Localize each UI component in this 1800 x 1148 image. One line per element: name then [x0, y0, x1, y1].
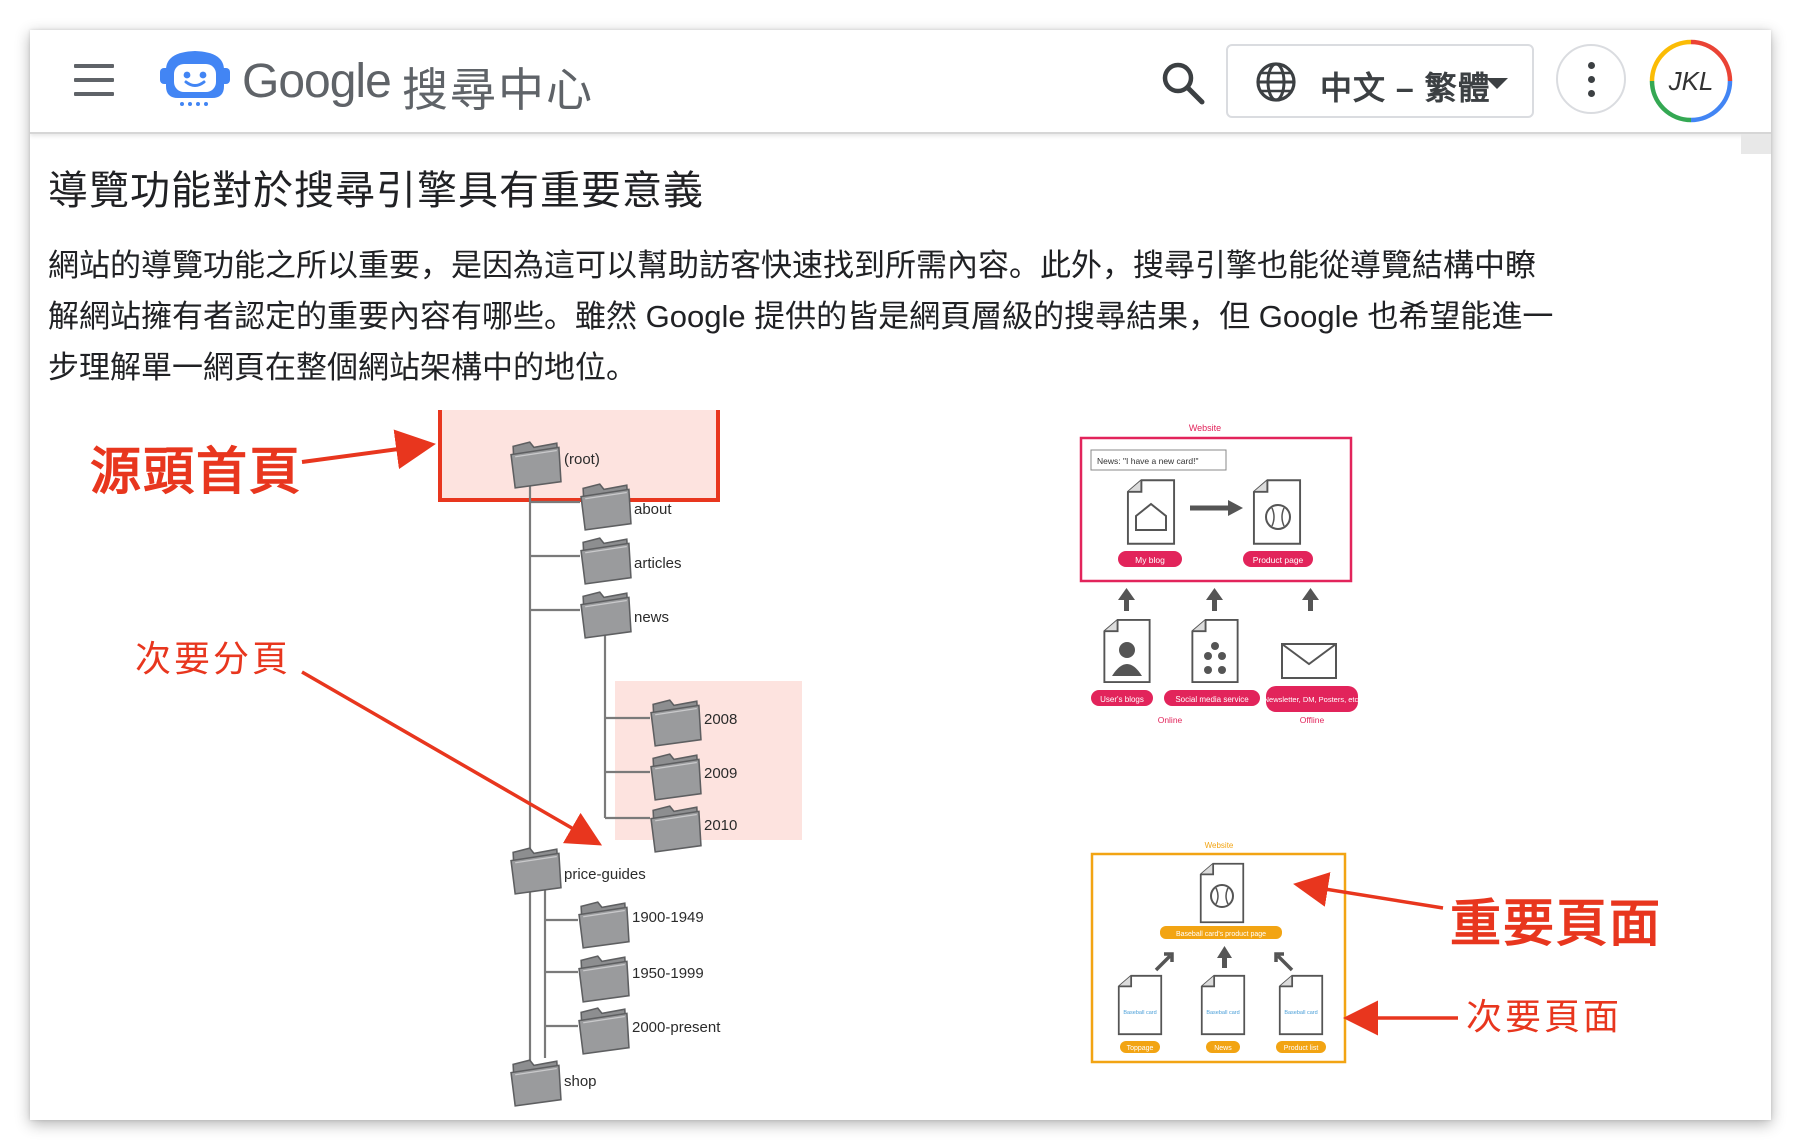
card-caption: Baseball card	[1123, 1010, 1156, 1016]
folder-icon	[580, 591, 632, 639]
page-tag: Product page	[1253, 555, 1304, 565]
site-header: Google 搜尋中心 中文 – 繁體 JKL	[30, 30, 1771, 134]
card-caption: Baseball card	[1284, 1010, 1317, 1016]
browser-page: Google 搜尋中心 中文 – 繁體 JKL	[30, 30, 1771, 1120]
search-icon[interactable]	[1158, 58, 1208, 108]
folder-tree-diagram: (root) about articles news 2008 2009 201…	[301, 410, 802, 1107]
folder-label: 2009	[704, 765, 737, 782]
avatar[interactable]: JKL	[1648, 38, 1734, 124]
more-vert-icon[interactable]	[1556, 44, 1626, 114]
annotation-arrow	[301, 670, 603, 846]
folder-label: articles	[634, 555, 682, 572]
source-tag: User's blogs	[1100, 695, 1144, 704]
paragraph-line: 解網站擁有者認定的重要內容有哪些。雖然 Google 提供的皆是網頁層級的搜尋結…	[48, 299, 1554, 334]
arrow-up-icon	[1302, 588, 1319, 600]
speech-bubble: News: "I have a new card!"	[1097, 456, 1198, 466]
folder-label: 2010	[704, 817, 737, 834]
paragraph-line: 步理解單一網頁在整個網站架構中的地位。	[48, 350, 637, 385]
logo-subtitle[interactable]: 搜尋中心	[402, 64, 594, 116]
page-tag: News	[1214, 1045, 1232, 1052]
arrow-up-icon	[1206, 588, 1223, 600]
scrollbar-thumb[interactable]	[1741, 134, 1771, 154]
document-icon	[1117, 974, 1163, 1036]
folder-icon	[580, 537, 632, 585]
arrow-right-icon	[1228, 500, 1243, 516]
folder-icon	[650, 699, 702, 747]
arrow-up-icon	[1118, 588, 1135, 600]
language-selector[interactable]: 中文 – 繁體	[1226, 44, 1534, 118]
arrow-up-left-icon	[1274, 952, 1294, 972]
avatar-initials: JKL	[1668, 66, 1714, 96]
annotation-arrow	[1293, 872, 1444, 910]
folder-icon	[510, 847, 562, 895]
folder-label: about	[634, 501, 672, 518]
page-tag: Toppage	[1127, 1045, 1154, 1052]
root-highlight-box	[438, 410, 720, 502]
folder-label-root: (root)	[564, 451, 600, 468]
search-central-mascot-icon[interactable]	[160, 46, 230, 108]
annotation-sub-pages: 次要分頁	[135, 638, 292, 679]
folder-label: price-guides	[564, 866, 646, 883]
intro-paragraph: 網站的導覽功能之所以重要，是因為這可以幫助訪客快速找到所需內容。此外，搜尋引擎也…	[48, 240, 1748, 393]
annotation-important-page: 重要頁面	[1450, 895, 1663, 952]
arrow-up-icon	[1217, 946, 1232, 958]
document-icon	[1278, 974, 1324, 1036]
folder-icon	[650, 805, 702, 853]
folder-icon	[510, 1059, 562, 1107]
hamburger-menu-icon[interactable]	[72, 60, 116, 100]
group-icon	[1204, 642, 1226, 674]
subpages-highlight-box	[615, 681, 802, 840]
website-hierarchy-diagram: Website Baseball card's product page Bas…	[1090, 841, 1458, 1064]
logo-google-text[interactable]: Google	[242, 55, 392, 108]
diagram-title: Website	[1189, 423, 1221, 433]
arrow-up-right-icon	[1154, 952, 1174, 972]
document-icon	[1200, 974, 1246, 1036]
folder-label: 1900-1949	[632, 909, 704, 926]
folder-label: shop	[564, 1073, 597, 1090]
group-label: Offline	[1300, 715, 1325, 725]
folder-icon	[650, 753, 702, 801]
baseball-icon	[1265, 504, 1291, 530]
baseball-icon	[1210, 884, 1234, 908]
globe-icon	[1256, 62, 1296, 102]
document-icon	[1191, 618, 1239, 684]
language-label: 中文 – 繁體	[1320, 70, 1491, 106]
group-label: Online	[1158, 715, 1183, 725]
folder-icon	[578, 901, 630, 949]
folder-label: news	[634, 609, 669, 626]
folder-icon	[578, 955, 630, 1003]
folder-icon	[578, 1007, 630, 1055]
paragraph-line: 網站的導覽功能之所以重要，是因為這可以幫助訪客快速找到所需內容。此外，搜尋引擎也…	[48, 248, 1536, 283]
folder-label: 1950-1999	[632, 965, 704, 982]
annotation-arrow	[301, 429, 436, 470]
page-tag: Product list	[1284, 1045, 1319, 1052]
main-page-tag: Baseball card's product page	[1176, 931, 1266, 938]
source-tag: Social media service	[1175, 695, 1249, 704]
section-heading: 導覽功能對於搜尋引擎具有重要意義	[48, 169, 704, 213]
card-caption: Baseball card	[1206, 1010, 1239, 1016]
annotation-secondary-pages: 次要頁面	[1466, 996, 1623, 1037]
folder-icon	[510, 441, 562, 489]
source-tag: Newsletter, DM, Posters, etc.	[1264, 695, 1361, 704]
folder-label: 2008	[704, 711, 737, 728]
annotation-root-page: 源頭首頁	[90, 443, 303, 500]
caret-down-icon	[1486, 78, 1508, 89]
home-icon	[1135, 502, 1167, 531]
diagram-title: Website	[1205, 841, 1234, 850]
folder-label: 2000-present	[632, 1019, 721, 1036]
website-links-diagram: Website News: "I have a new card!" My bl…	[1079, 423, 1361, 725]
user-icon	[1119, 642, 1135, 658]
page-tag: My blog	[1135, 555, 1165, 565]
folder-icon	[580, 483, 632, 531]
